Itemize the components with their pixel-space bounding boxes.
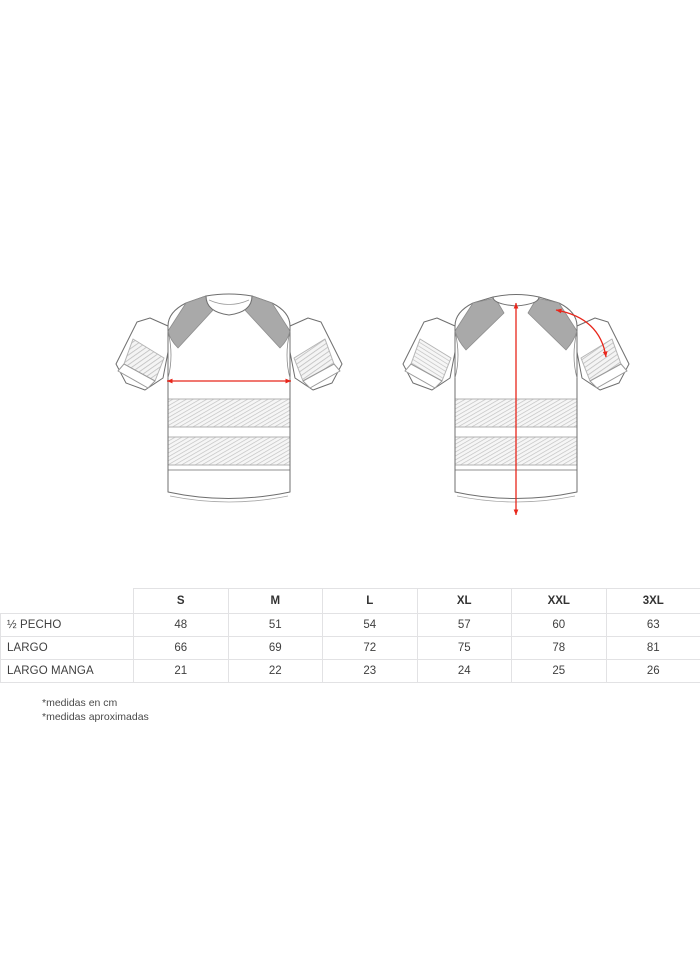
- size-chart-table: S M L XL XXL 3XL ½ PECHO 48 51 54 57 60 …: [0, 588, 700, 683]
- chest-value-l: 54: [322, 613, 418, 637]
- t-shirt-technical-drawings: [115, 293, 630, 516]
- chest-value-xxl: 60: [511, 613, 607, 637]
- footnote-units: *medidas en cm: [42, 697, 118, 709]
- length-value-xxl: 78: [511, 636, 607, 660]
- sleeve-value-m: 22: [227, 659, 323, 683]
- length-value-xl: 75: [416, 636, 512, 660]
- table-header-row: S M L XL XXL 3XL: [0, 588, 700, 614]
- size-header-xxl: XXL: [511, 588, 607, 614]
- table-row: LARGO MANGA 21 22 23 24 25 26: [0, 659, 700, 683]
- chest-value-m: 51: [227, 613, 323, 637]
- chest-value-xl: 57: [416, 613, 512, 637]
- chest-value-3xl: 63: [605, 613, 700, 637]
- length-value-s: 66: [133, 636, 229, 660]
- table-row: ½ PECHO 48 51 54 57 60 63: [0, 613, 700, 637]
- measure-label-length: LARGO: [0, 636, 134, 660]
- size-chart-table-container: S M L XL XXL 3XL ½ PECHO 48 51 54 57 60 …: [0, 588, 700, 683]
- illustration-area: [115, 293, 630, 516]
- table-row: LARGO 66 69 72 75 78 81: [0, 636, 700, 660]
- size-header-xl: XL: [416, 588, 512, 614]
- footnote-approx: *medidas aproximadas: [42, 711, 149, 723]
- sleeve-value-s: 21: [133, 659, 229, 683]
- size-header-m: M: [227, 588, 323, 614]
- chest-value-s: 48: [133, 613, 229, 637]
- table-corner-cell: [0, 588, 134, 614]
- measure-label-sleeve-length: LARGO MANGA: [0, 659, 134, 683]
- sleeve-value-3xl: 26: [605, 659, 700, 683]
- size-header-s: S: [133, 588, 229, 614]
- size-header-3xl: 3XL: [605, 588, 700, 614]
- length-value-l: 72: [322, 636, 418, 660]
- sleeve-value-xxl: 25: [511, 659, 607, 683]
- sleeve-value-l: 23: [322, 659, 418, 683]
- size-header-l: L: [322, 588, 418, 614]
- sleeve-value-xl: 24: [416, 659, 512, 683]
- length-value-3xl: 81: [605, 636, 700, 660]
- footnotes: *medidas en cm *medidas aproximadas: [42, 696, 149, 724]
- length-value-m: 69: [227, 636, 323, 660]
- shirt-front: [115, 293, 343, 503]
- sleeve-length-measure-arrow: [555, 308, 608, 358]
- measure-label-chest: ½ PECHO: [0, 613, 134, 637]
